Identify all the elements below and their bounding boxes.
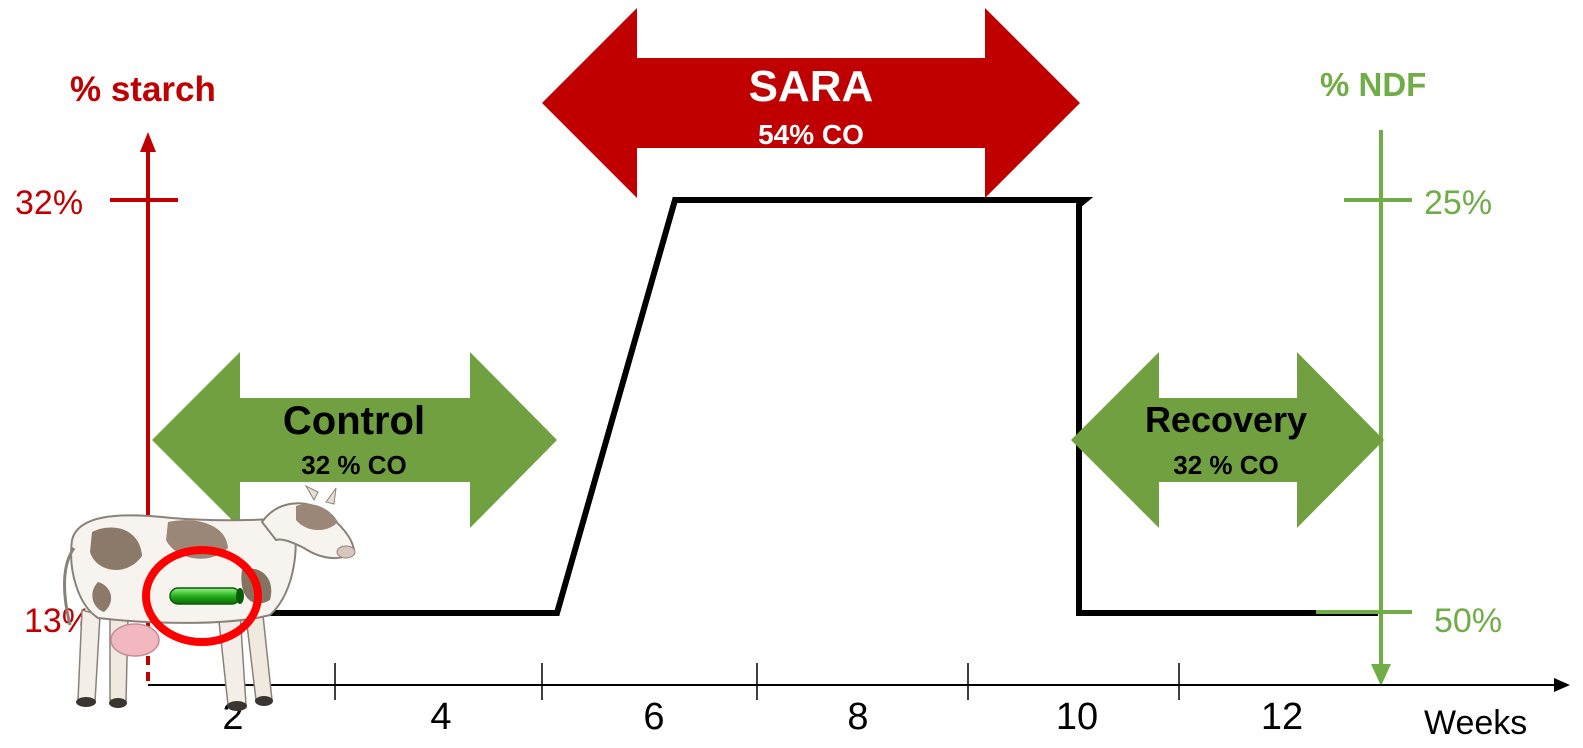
- weeks-axis-label: Weeks: [1424, 704, 1527, 742]
- week-tick-label: 10: [1056, 696, 1098, 738]
- ndf-axis: % NDF 25% 50%: [1316, 66, 1502, 686]
- sara-arrow-shape: [542, 8, 1080, 198]
- weeks-axis-arrowhead: [1554, 678, 1570, 692]
- sara-title: SARA: [749, 62, 874, 111]
- recovery-phase-arrow: Recovery 32 % CO: [1071, 352, 1384, 528]
- weeks-axis: 2 4 6 8 10 12 Weeks: [148, 663, 1570, 742]
- recovery-title: Recovery: [1145, 399, 1307, 440]
- ndf-top-value: 25%: [1424, 184, 1492, 222]
- ndf-bottom-value: 50%: [1434, 602, 1502, 640]
- week-tick-label: 8: [847, 696, 868, 738]
- control-subtitle: 32 % CO: [301, 450, 407, 480]
- week-tick-label: 12: [1261, 696, 1303, 738]
- ndf-axis-arrowhead: [1371, 664, 1391, 686]
- starch-top-value: 32%: [15, 184, 83, 222]
- diet-profile-line: [240, 197, 1378, 616]
- control-title: Control: [283, 399, 425, 443]
- week-tick-label: 4: [430, 696, 451, 738]
- starch-axis-title: % starch: [70, 70, 216, 109]
- control-arrow-shape: [152, 352, 557, 528]
- starch-axis-arrowhead: [140, 132, 156, 152]
- recovery-arrow-shape: [1071, 352, 1384, 528]
- rumen-cannula-icon: [142, 546, 262, 646]
- week-tick-label: 6: [643, 696, 664, 738]
- sara-phase-arrow: SARA 54% CO: [542, 8, 1080, 198]
- sara-subtitle: 54% CO: [758, 119, 864, 150]
- recovery-subtitle: 32 % CO: [1173, 450, 1279, 480]
- cannula-tube: [169, 587, 241, 605]
- control-phase-arrow: Control 32 % CO: [152, 352, 557, 528]
- cannula-highlight-circle: [142, 546, 262, 646]
- ndf-axis-title: % NDF: [1320, 66, 1426, 103]
